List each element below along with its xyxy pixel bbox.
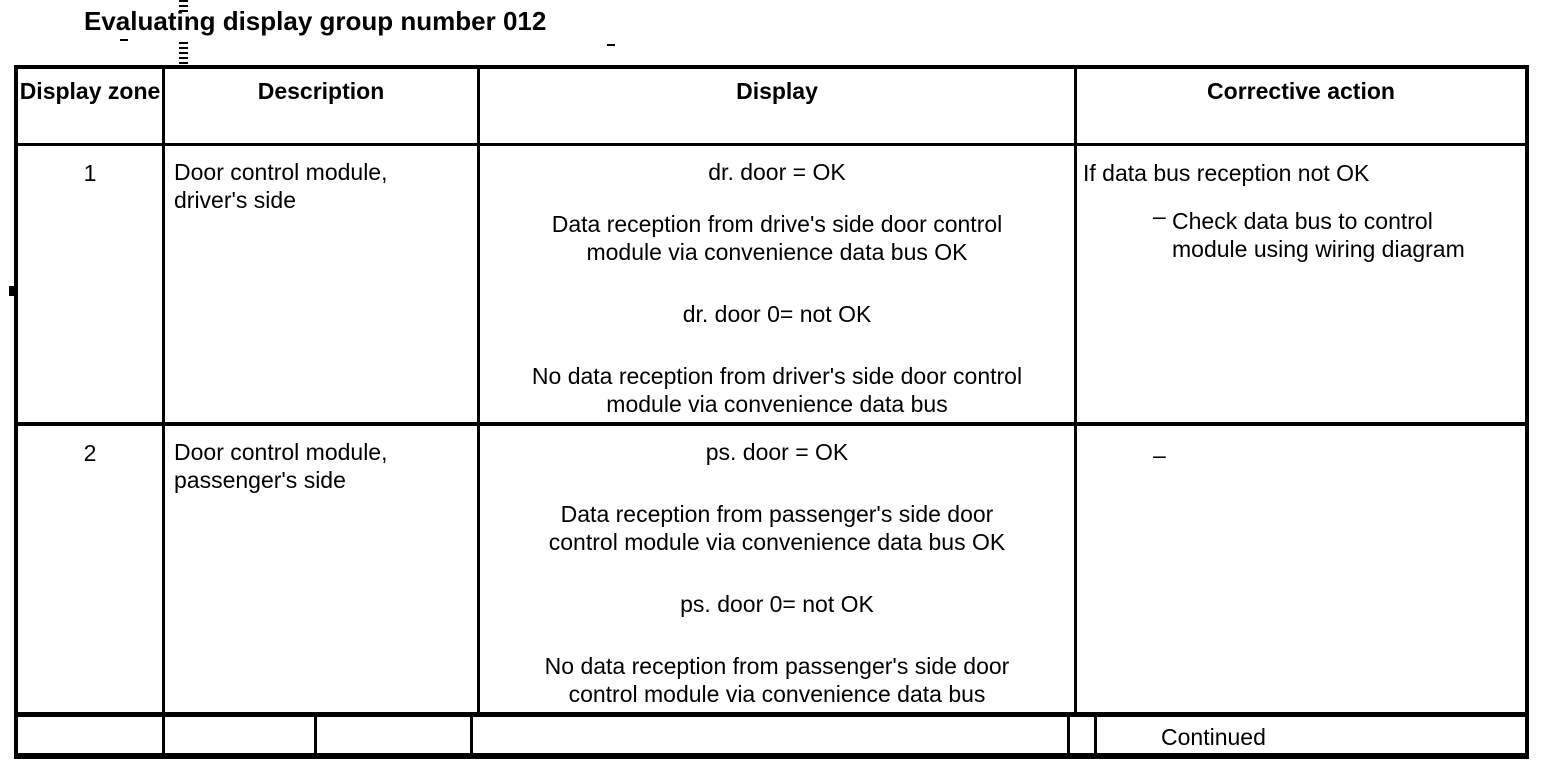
- display-line: module via convenience data bus OK: [586, 239, 968, 265]
- table-footer-row: Continued: [18, 712, 1525, 754]
- description-line: passenger's side: [174, 467, 346, 493]
- continued-label: Continued: [1161, 724, 1266, 750]
- display-line: ps. door 0= not OK: [680, 591, 874, 617]
- description-cell: Door control module, driver's side: [165, 146, 480, 422]
- display-cell: ps. door = OK Data reception from passen…: [480, 426, 1077, 712]
- display-line: control module via convenience data bus …: [548, 529, 1006, 555]
- display-cell: dr. door = OK Data reception from drive'…: [480, 146, 1077, 422]
- display-line: dr. door = OK: [708, 159, 846, 185]
- display-paragraph: No data reception from driver's side doo…: [480, 362, 1074, 418]
- header-corrective-action: Corrective action: [1207, 78, 1395, 104]
- scan-artifact-fold-marks: [179, 42, 188, 65]
- description-cell: Door control module, passenger's side: [165, 426, 480, 712]
- header-display: Display: [480, 69, 1077, 143]
- header-description: Description: [165, 69, 480, 143]
- bullet-dash: –: [1153, 203, 1166, 229]
- scan-artifact-dash: [120, 39, 128, 41]
- page-title: Evaluating display group number 012: [84, 6, 547, 36]
- display-line: No data reception from passenger's side …: [544, 653, 1010, 679]
- display-group-table: Display zone Description Display Correct…: [14, 65, 1529, 759]
- table-row: 1 Door control module, driver's side dr.…: [18, 143, 1525, 422]
- display-paragraph: Data reception from passenger's side doo…: [480, 500, 1074, 556]
- table-row: 2 Door control module, passenger's side …: [18, 422, 1525, 712]
- corrective-none-dash: –: [1153, 442, 1166, 468]
- footer-empty-cell: [165, 717, 317, 754]
- description-line: driver's side: [174, 187, 296, 213]
- display-paragraph: No data reception from passenger's side …: [480, 652, 1074, 708]
- footer-empty-cell: [473, 717, 1070, 754]
- corrective-bullet-line: Check data bus to control: [1172, 208, 1433, 234]
- table-header-row: Display zone Description Display Correct…: [18, 69, 1525, 143]
- display-line: Data reception from drive's side door co…: [551, 211, 1003, 237]
- scan-artifact-fold-marks: [179, 0, 188, 15]
- display-line: No data reception from driver's side doo…: [531, 363, 1023, 389]
- description-line: Door control module,: [174, 159, 388, 185]
- zone-number: 1: [18, 146, 165, 422]
- display-line: module via convenience data bus: [606, 391, 948, 417]
- corrective-bullet-line: module using wiring diagram: [1172, 236, 1465, 262]
- footer-empty-cell: [1070, 717, 1097, 754]
- display-line: ps. door = OK: [705, 439, 849, 465]
- scan-artifact-tick: [9, 286, 14, 296]
- corrective-action-cell: If data bus reception not OK – Check dat…: [1077, 146, 1525, 422]
- header-display-zone: Display zone: [18, 69, 165, 143]
- footer-empty-cell: [317, 717, 473, 754]
- display-paragraph: Data reception from drive's side door co…: [480, 210, 1074, 266]
- display-paragraph: dr. door = OK: [480, 158, 1074, 186]
- corrective-bullet-item: – Check data bus to control module using…: [1083, 203, 1521, 263]
- corrective-condition: If data bus reception not OK: [1083, 160, 1370, 186]
- scan-artifact-dash: [607, 44, 615, 46]
- corrective-action-cell: –: [1077, 426, 1525, 712]
- display-paragraph: dr. door 0= not OK: [480, 300, 1074, 328]
- display-paragraph: ps. door = OK: [480, 438, 1074, 466]
- display-line: control module via convenience data bus: [568, 681, 986, 707]
- description-line: Door control module,: [174, 439, 388, 465]
- display-paragraph: ps. door 0= not OK: [480, 590, 1074, 618]
- zone-number: 2: [18, 426, 165, 712]
- footer-empty-cell: [18, 717, 165, 754]
- display-line: Data reception from passenger's side doo…: [560, 501, 994, 527]
- display-line: dr. door 0= not OK: [682, 301, 872, 327]
